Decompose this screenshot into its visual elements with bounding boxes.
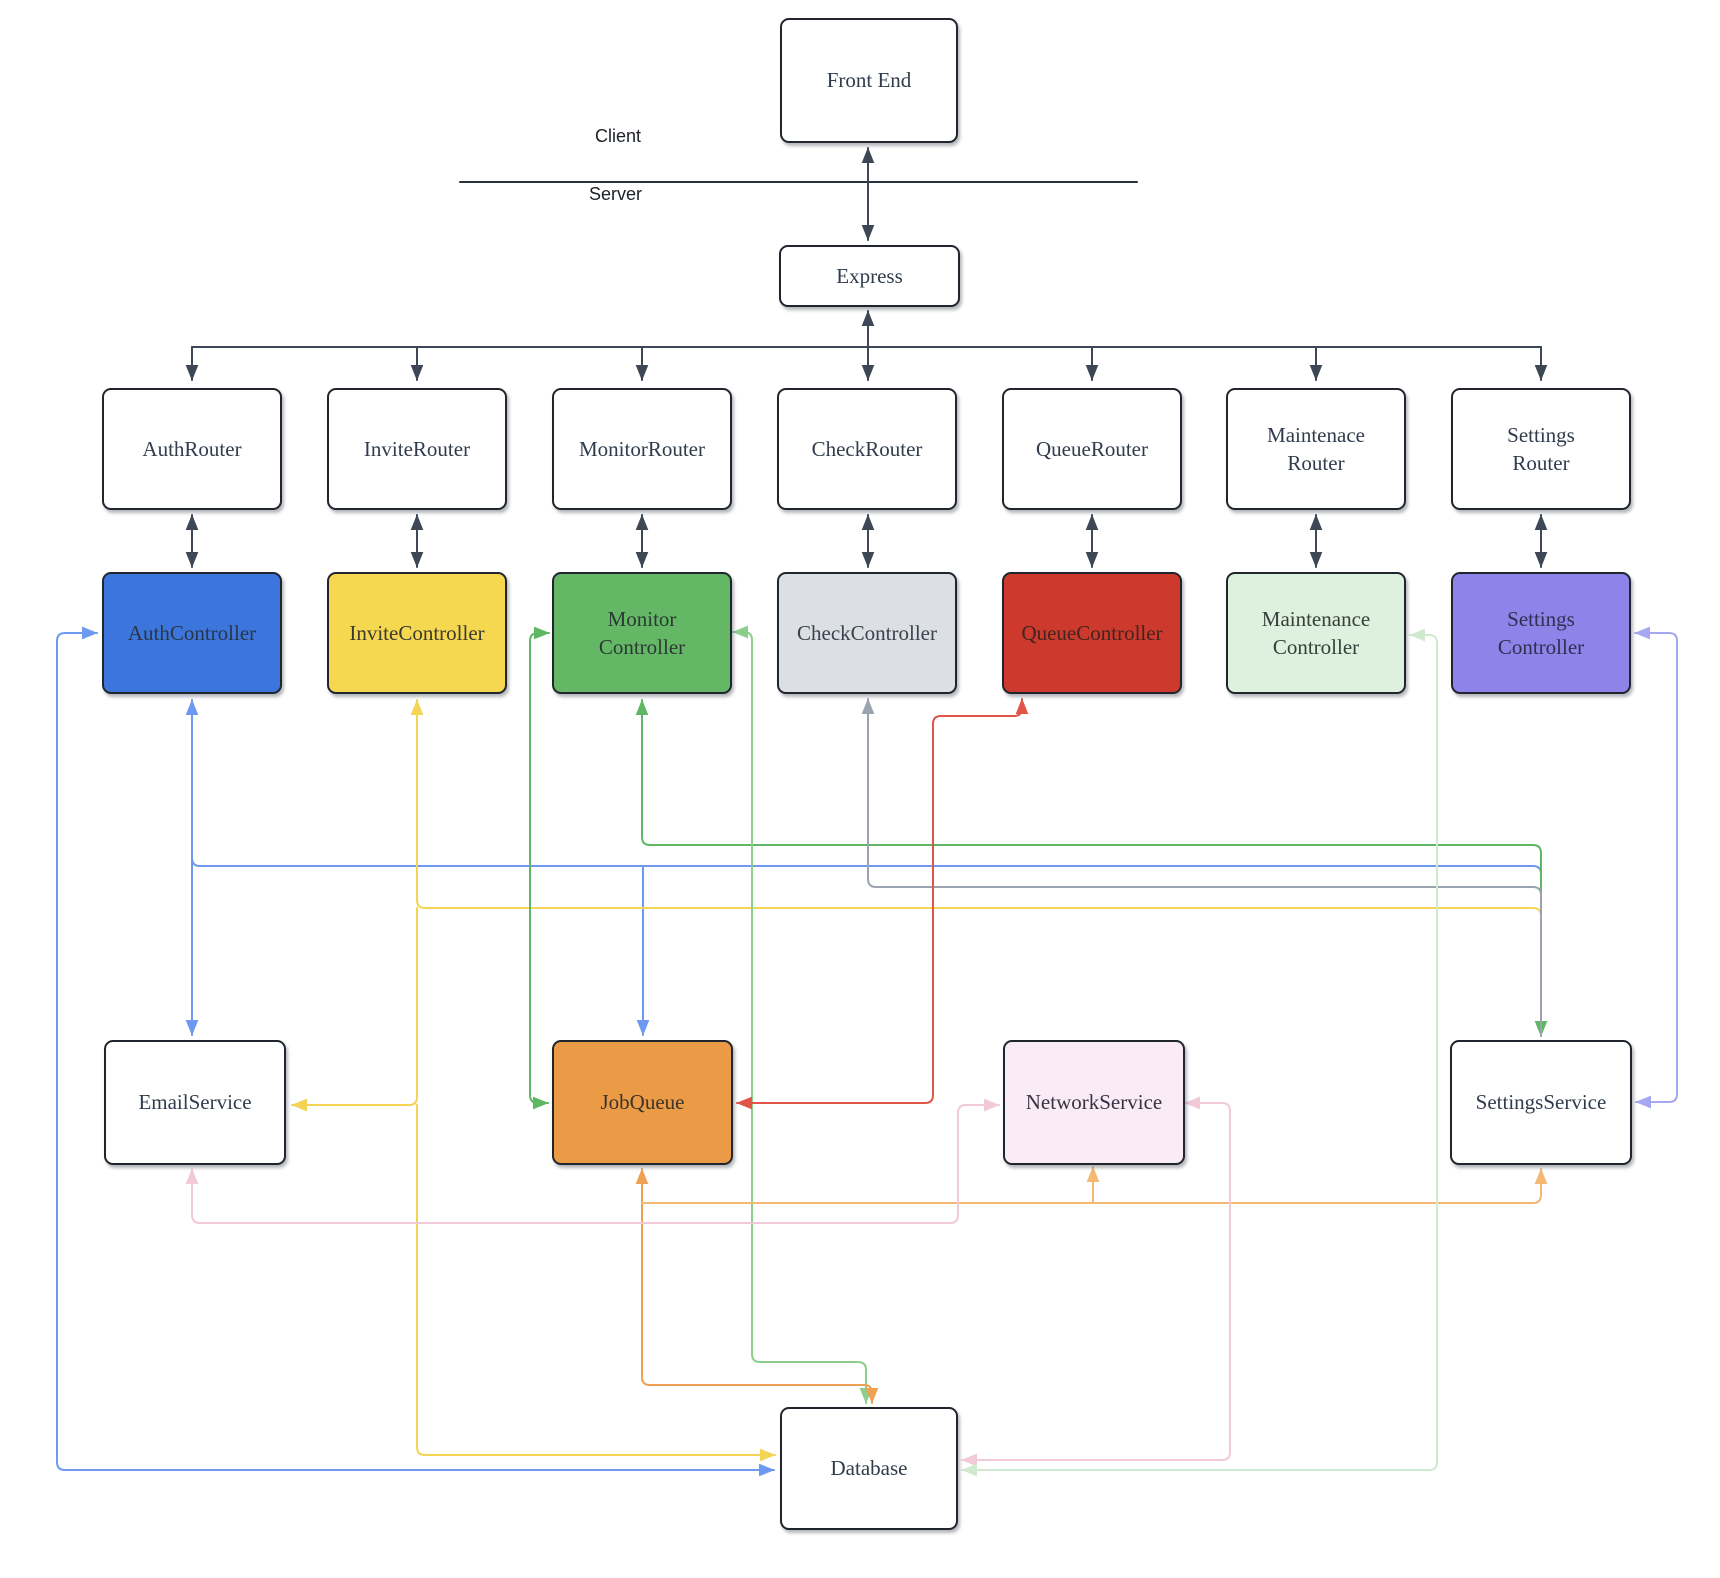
node-label: Front End — [826, 68, 912, 93]
edge-authcontroller-database-loop — [56, 626, 775, 1477]
node-maintenance-router[interactable]: Maintenace Router — [1226, 388, 1406, 510]
node-label: Settings Controller — [1497, 606, 1585, 659]
edge-jobqueue-database — [635, 1168, 879, 1404]
edge-settingsservice-authcontroller — [185, 699, 1542, 1037]
edge-monitorcontroller-settingsservice — [635, 699, 1548, 1037]
node-check-controller[interactable]: CheckController — [777, 572, 957, 694]
edge-maintenancecontroller-database — [961, 628, 1438, 1477]
node-label: QueueRouter — [1036, 436, 1148, 461]
node-invite-router[interactable]: InviteRouter — [327, 388, 507, 510]
node-monitor-router[interactable]: MonitorRouter — [552, 388, 732, 510]
node-express[interactable]: Express — [779, 245, 960, 307]
edge-settingscontroller-settingsservice — [1634, 626, 1678, 1109]
edge-emailservice-networkservice — [185, 1098, 1000, 1224]
node-check-router[interactable]: CheckRouter — [777, 388, 957, 510]
node-label: Monitor Controller — [598, 606, 686, 659]
node-database[interactable]: Database — [780, 1407, 958, 1530]
node-front-end[interactable]: Front End — [780, 18, 958, 143]
node-label: InviteRouter — [363, 436, 471, 461]
node-auth-router[interactable]: AuthRouter — [102, 388, 282, 510]
node-label: SettingsService — [1475, 1090, 1607, 1115]
node-label: QueueController — [1021, 620, 1163, 645]
node-job-queue[interactable]: JobQueue — [552, 1040, 733, 1165]
node-label: NetworkService — [1025, 1090, 1163, 1115]
node-label: CheckController — [797, 620, 937, 645]
node-queue-controller[interactable]: QueueController — [1002, 572, 1182, 694]
node-email-service[interactable]: EmailService — [104, 1040, 286, 1165]
node-label: Maintenance Controller — [1261, 606, 1371, 659]
edge-invitecontroller-database — [416, 1104, 776, 1462]
node-auth-controller[interactable]: AuthController — [102, 572, 282, 694]
node-label: Settings Router — [1507, 422, 1575, 475]
node-label: Database — [830, 1456, 908, 1481]
edge-jobqueue-queuecontroller — [736, 698, 1029, 1110]
node-label: CheckRouter — [811, 436, 923, 461]
node-settings-controller[interactable]: Settings Controller — [1451, 572, 1631, 694]
node-monitor-controller[interactable]: Monitor Controller — [552, 572, 732, 694]
edge-monitorcontroller-database — [732, 625, 873, 1404]
node-label: EmailService — [138, 1090, 252, 1115]
edge-jobqueue-monitorcontroller — [529, 626, 550, 1110]
edge-settingsservice-invitecontroller — [410, 699, 1542, 1037]
node-settings-service[interactable]: SettingsService — [1450, 1040, 1632, 1165]
edge-invitecontroller-emailservice — [291, 907, 418, 1112]
edge-settingsservice-checkcontroller — [861, 698, 1542, 1037]
server-zone-label: Server — [589, 184, 643, 204]
node-label: MonitorRouter — [579, 436, 705, 461]
node-settings-router[interactable]: Settings Router — [1451, 388, 1631, 510]
edge-jobqueue-settingsservice — [641, 1168, 1548, 1204]
node-invite-controller[interactable]: InviteController — [327, 572, 507, 694]
node-network-service[interactable]: NetworkService — [1003, 1040, 1185, 1165]
node-label: Maintenace Router — [1267, 422, 1365, 475]
node-label: JobQueue — [600, 1090, 685, 1115]
node-label: Express — [836, 263, 903, 288]
node-label: AuthRouter — [142, 436, 242, 461]
client-zone-label: Client — [595, 126, 642, 146]
node-label: AuthController — [127, 620, 257, 645]
node-label: InviteController — [349, 620, 485, 645]
node-queue-router[interactable]: QueueRouter — [1002, 388, 1182, 510]
node-maintenance-controller[interactable]: Maintenance Controller — [1226, 572, 1406, 694]
